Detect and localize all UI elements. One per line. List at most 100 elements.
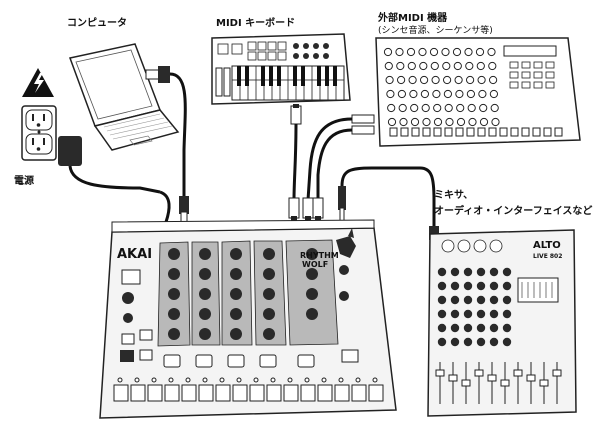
ext-knob — [429, 47, 439, 57]
rw-step-led — [151, 377, 157, 383]
rw-step-led — [168, 377, 174, 383]
rw-step-button — [283, 384, 299, 402]
ext-knob — [419, 61, 428, 71]
ext-knob — [489, 89, 498, 99]
mixer-knob — [437, 281, 447, 291]
rw-knob — [230, 248, 242, 260]
rw-pad — [195, 354, 213, 368]
ext-knob — [408, 75, 417, 85]
mixer-knob — [476, 337, 486, 347]
mixer-knob — [463, 281, 473, 291]
rw-knob — [230, 288, 242, 300]
midi-cable-pair — [302, 114, 375, 222]
mixer-knob — [450, 267, 460, 277]
rw-step-led — [304, 377, 310, 383]
ext-knob — [430, 61, 439, 71]
mixer-knob — [476, 281, 486, 291]
rw-step-button — [198, 384, 214, 402]
rw-knob — [199, 268, 211, 280]
ext-knob — [479, 103, 488, 113]
mixer-fader-cap — [461, 379, 471, 387]
ext-step-button — [543, 127, 552, 137]
ext-knob — [465, 61, 474, 71]
rw-step-button — [164, 384, 180, 402]
ext-knob — [407, 61, 416, 71]
ext-knob — [386, 89, 395, 99]
rw-knob — [230, 268, 242, 280]
rw-knob — [168, 268, 180, 280]
rw-step-led — [117, 377, 123, 383]
midi-keyboard-icon — [211, 33, 351, 105]
ext-knob — [454, 75, 463, 85]
rw-step-led — [202, 377, 208, 383]
ext-step-button — [510, 127, 519, 137]
mixer-fader-cap — [487, 374, 497, 382]
rw-step-led — [338, 377, 344, 383]
mixer-knob — [476, 295, 486, 305]
rw-knob — [306, 288, 318, 300]
midi-plug-icon — [288, 104, 302, 222]
ext-knob — [421, 103, 430, 113]
ext-knob — [452, 47, 462, 57]
ext-knob — [443, 89, 452, 99]
mixer-knob — [502, 281, 512, 291]
mixer-knob — [450, 281, 460, 291]
ext-knob — [456, 103, 465, 113]
rw-pad — [163, 354, 181, 368]
mixer-knob — [450, 309, 460, 319]
rw-step-button — [130, 384, 146, 402]
rw-knob — [263, 288, 275, 300]
ext-knob — [433, 103, 442, 113]
mixer-knob — [437, 323, 447, 333]
warning-icon — [22, 68, 54, 97]
mixer-knob — [502, 309, 512, 319]
ext-step-button — [400, 127, 409, 137]
mixer-label-line1: ミキサ、 — [434, 190, 474, 201]
ext-knob — [476, 61, 485, 71]
rw-step-led — [355, 377, 361, 383]
mixer-knob — [463, 309, 473, 319]
ext-knob — [453, 61, 462, 71]
rw-knob — [199, 328, 211, 340]
ext-step-button — [444, 127, 453, 137]
ext-step-button — [466, 127, 475, 137]
rw-step-led — [253, 377, 259, 383]
ext-knob — [475, 47, 485, 57]
ext-knob — [422, 117, 431, 127]
rw-knob — [168, 328, 180, 340]
mixer-knob — [450, 337, 460, 347]
ext-knob — [397, 89, 406, 99]
mixer-knob — [489, 323, 499, 333]
rhythm-wolf-wolf-text: WOLF — [302, 260, 328, 269]
mixer-fader-cap — [513, 369, 523, 377]
rw-step-button — [232, 384, 248, 402]
rw-step-button — [249, 384, 265, 402]
ext-knob — [397, 75, 406, 85]
ext-knob — [443, 75, 452, 85]
ext-knob — [441, 47, 450, 57]
rw-step-button — [113, 384, 129, 402]
rw-pad — [259, 354, 277, 368]
rw-step-button — [368, 384, 384, 402]
rw-knob — [306, 308, 318, 320]
ext-knob — [445, 117, 454, 127]
akai-logo: AKAI — [117, 247, 152, 262]
ext-step-button — [554, 127, 563, 137]
mixer-knob — [476, 309, 486, 319]
mixer-fader-cap — [539, 379, 549, 387]
ext-step-button — [488, 127, 497, 137]
ext-knob — [468, 117, 477, 127]
ext-knob — [487, 47, 496, 57]
ext-knob — [477, 75, 486, 85]
ext-step-button — [389, 127, 398, 137]
plug-icon — [58, 136, 171, 223]
ext-knob — [420, 75, 429, 85]
ext-step-button — [411, 127, 420, 137]
mixer-knob — [489, 281, 499, 291]
rw-step-led — [134, 377, 140, 383]
rw-knob — [263, 248, 275, 260]
rw-knob — [168, 248, 180, 260]
ext-knob — [479, 117, 489, 127]
mixer-knob — [463, 295, 473, 305]
